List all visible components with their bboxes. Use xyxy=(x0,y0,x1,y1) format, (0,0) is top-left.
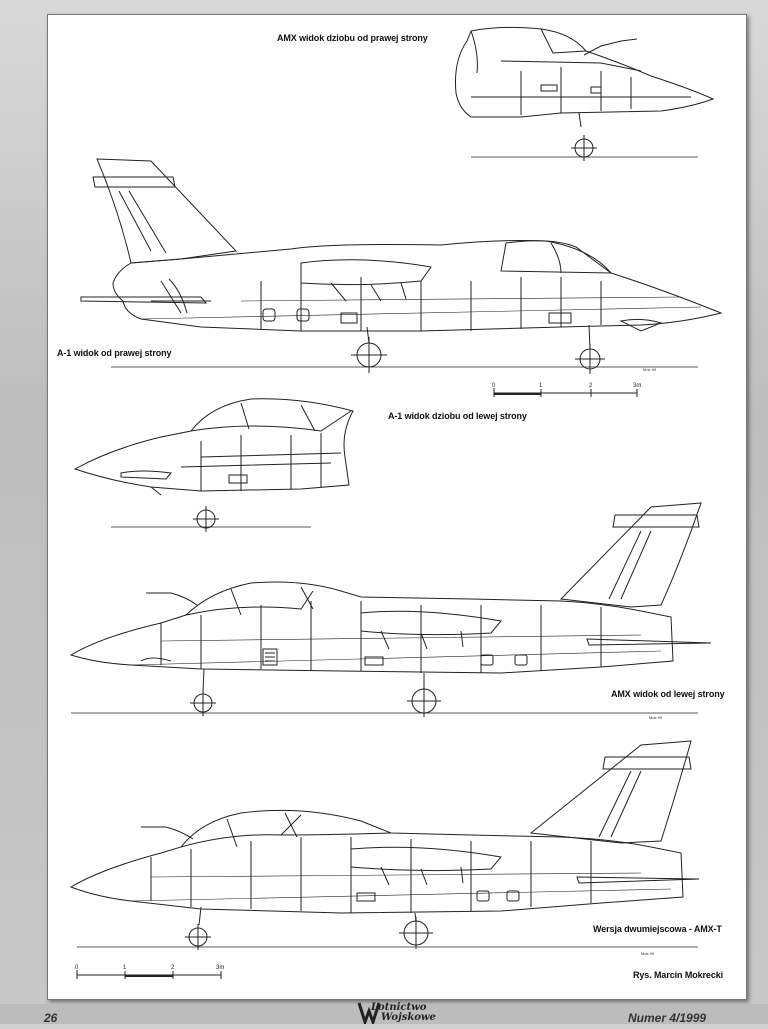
scale-upper-1: 1 xyxy=(539,383,543,389)
svg-text:Mok 99: Mok 99 xyxy=(643,367,657,372)
amx-nose-right-drawing xyxy=(455,26,715,161)
logo-line2: Wojskowe xyxy=(381,1012,436,1023)
scale-bar-lower: 0 1 2 3m xyxy=(75,965,224,979)
scale-upper-3: 3m xyxy=(633,383,641,389)
label-amx-left: AMX widok od lewej strony xyxy=(611,689,725,699)
amxt-drawing: Mok 99 xyxy=(69,740,700,956)
label-a1-right: A-1 widok od prawej strony xyxy=(57,348,172,358)
label-amxt: Wersja dwumiejscowa - AMX-T xyxy=(593,924,722,934)
logo-line1: Lotnictwo xyxy=(371,1002,427,1013)
magazine-footer xyxy=(0,1004,768,1024)
scale-lower-1: 1 xyxy=(123,965,127,971)
scale-bar-upper: 0 1 2 3m xyxy=(492,383,641,397)
technical-drawings: Mok 99 0 1 2 3m xyxy=(69,26,723,979)
label-a1-nose-left: A-1 widok dziobu od lewej strony xyxy=(388,411,527,421)
amx-left-side-drawing: Mok 99 xyxy=(69,502,712,720)
svg-text:Mok 99: Mok 99 xyxy=(649,715,663,720)
label-amx-nose-right: AMX widok dziobu od prawej strony xyxy=(277,33,428,43)
scale-lower-3: 3m xyxy=(216,965,224,971)
logo-w-icon xyxy=(357,1002,381,1027)
a1-nose-left-drawing xyxy=(73,398,354,532)
issue-number: Numer 4/1999 xyxy=(628,1011,707,1025)
magazine-logo: Lotnictwo Wojskowe xyxy=(355,1001,436,1027)
scale-lower-0: 0 xyxy=(75,965,79,971)
author-credit: Rys. Marcin Mokrecki xyxy=(633,970,724,980)
scale-upper-0: 0 xyxy=(492,383,496,389)
page-number: 26 xyxy=(44,1011,58,1025)
svg-text:Mok 99: Mok 99 xyxy=(641,951,655,956)
scale-upper-2: 2 xyxy=(589,383,593,389)
a1-right-side-drawing: Mok 99 xyxy=(80,158,723,374)
drawing-sheet: Mok 99 0 1 2 3m xyxy=(47,14,747,1000)
scale-lower-2: 2 xyxy=(171,965,175,971)
